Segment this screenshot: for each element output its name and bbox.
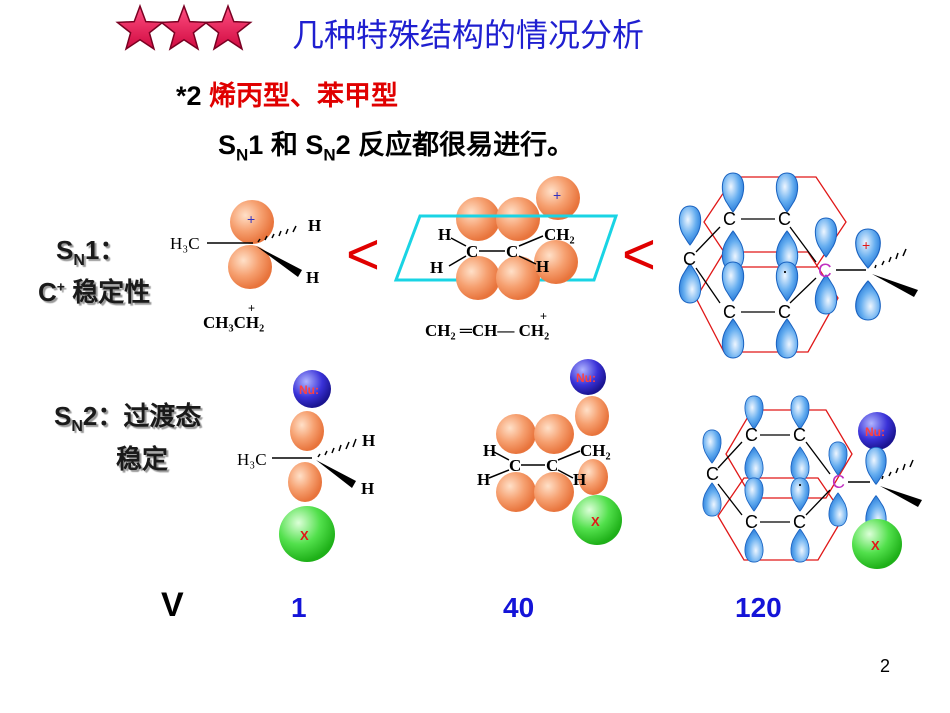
svg-text:CH₂: CH₂: [544, 225, 575, 244]
ethyl-transition-state: Nu: X H₃C H H: [237, 370, 375, 562]
rate-value-benzyl: 120: [735, 592, 782, 623]
page-number: 2: [880, 656, 891, 676]
svg-text:+: +: [553, 187, 561, 203]
star-icons: [115, 3, 253, 51]
svg-text:C: C: [745, 425, 758, 445]
benzyl-type: 苯甲型: [317, 81, 399, 111]
svg-text:H: H: [483, 441, 496, 460]
svg-text:·: ·: [797, 474, 803, 494]
svg-text:C: C: [832, 472, 845, 492]
svg-text:X: X: [591, 514, 600, 529]
svg-text:C: C: [745, 512, 758, 532]
svg-text:C: C: [706, 464, 719, 484]
svg-text:H: H: [430, 258, 443, 277]
svg-text:C: C: [509, 456, 521, 475]
svg-text:C: C: [818, 261, 832, 282]
svg-text:CH₂: CH₂: [580, 441, 611, 460]
svg-text:H: H: [361, 479, 374, 498]
svg-text:C: C: [546, 456, 558, 475]
transition-state-stable-label: 稳定: [116, 444, 169, 474]
svg-text:C: C: [723, 302, 736, 322]
rate-value-allyl: 40: [503, 592, 535, 623]
ethyl-carbocation-structure: + H₃C H H + CH₃CH₂: [170, 200, 321, 332]
allyl-benzyl-heading: *2 烯丙型、苯甲型: [176, 81, 399, 111]
svg-text:C: C: [723, 209, 736, 229]
less-than-sign: <: [346, 222, 380, 287]
svg-text:Nu:: Nu:: [576, 371, 596, 385]
svg-text:C: C: [793, 512, 806, 532]
svg-text:+: +: [248, 301, 255, 315]
svg-text:+: +: [540, 309, 547, 323]
benzyl-carbocation-structure: + C C C C C C ·: [678, 172, 918, 359]
sn2-label: SN2：过渡态: [54, 401, 202, 436]
less-than-sign: <: [622, 222, 656, 287]
svg-text:H: H: [308, 216, 321, 235]
allyl-resonance-formula: CH₂ ═CH— CH₂: [425, 321, 549, 340]
rate-symbol: V: [161, 586, 184, 624]
carbocation-stability-label: C+ 稳定性: [38, 277, 151, 307]
svg-text:H: H: [306, 268, 319, 287]
rate-value-ethyl: 1: [291, 592, 307, 623]
svg-text:H: H: [536, 257, 549, 276]
svg-text:H: H: [362, 431, 375, 450]
ethyl-cation-formula: CH₃CH₂: [203, 313, 264, 332]
item-number: *2: [176, 81, 202, 111]
svg-text:·: ·: [782, 261, 788, 281]
svg-text:+: +: [862, 237, 870, 253]
methyl-group: H₃C: [170, 234, 200, 253]
svg-text:H: H: [438, 225, 451, 244]
svg-text:C: C: [778, 209, 791, 229]
svg-text:H₃C: H₃C: [237, 450, 267, 469]
allyl-carbocation-structure: + H C C CH₂ H H + CH₂ ═CH— CH₂: [393, 176, 619, 340]
sn1-label: SN1：: [56, 235, 126, 270]
svg-text:X: X: [871, 538, 880, 553]
svg-text:Nu:: Nu:: [865, 425, 885, 439]
page-title: 几种特殊结构的情况分析: [292, 17, 645, 53]
cation-charge: +: [247, 211, 255, 227]
svg-text:H: H: [477, 470, 490, 489]
benzyl-transition-state: Nu: X C C C C C C ·: [702, 395, 922, 569]
svg-text:H: H: [573, 470, 586, 489]
allyl-type: 烯丙型: [209, 81, 291, 111]
allyl-transition-state: Nu: X H C C CH₂ H H: [477, 359, 622, 545]
star-icon: [159, 3, 209, 51]
svg-text:C: C: [793, 425, 806, 445]
star-icon: [115, 3, 165, 51]
leaving-group-label: X: [300, 528, 309, 543]
svg-text:C: C: [778, 302, 791, 322]
svg-text:C: C: [466, 242, 478, 261]
star-icon: [203, 3, 253, 51]
svg-text:C: C: [506, 242, 518, 261]
svg-text:C: C: [683, 249, 696, 269]
reaction-statement: SN1 和 SN2 反应都很易进行。: [218, 130, 575, 165]
nucleophile-label: Nu:: [299, 383, 319, 397]
